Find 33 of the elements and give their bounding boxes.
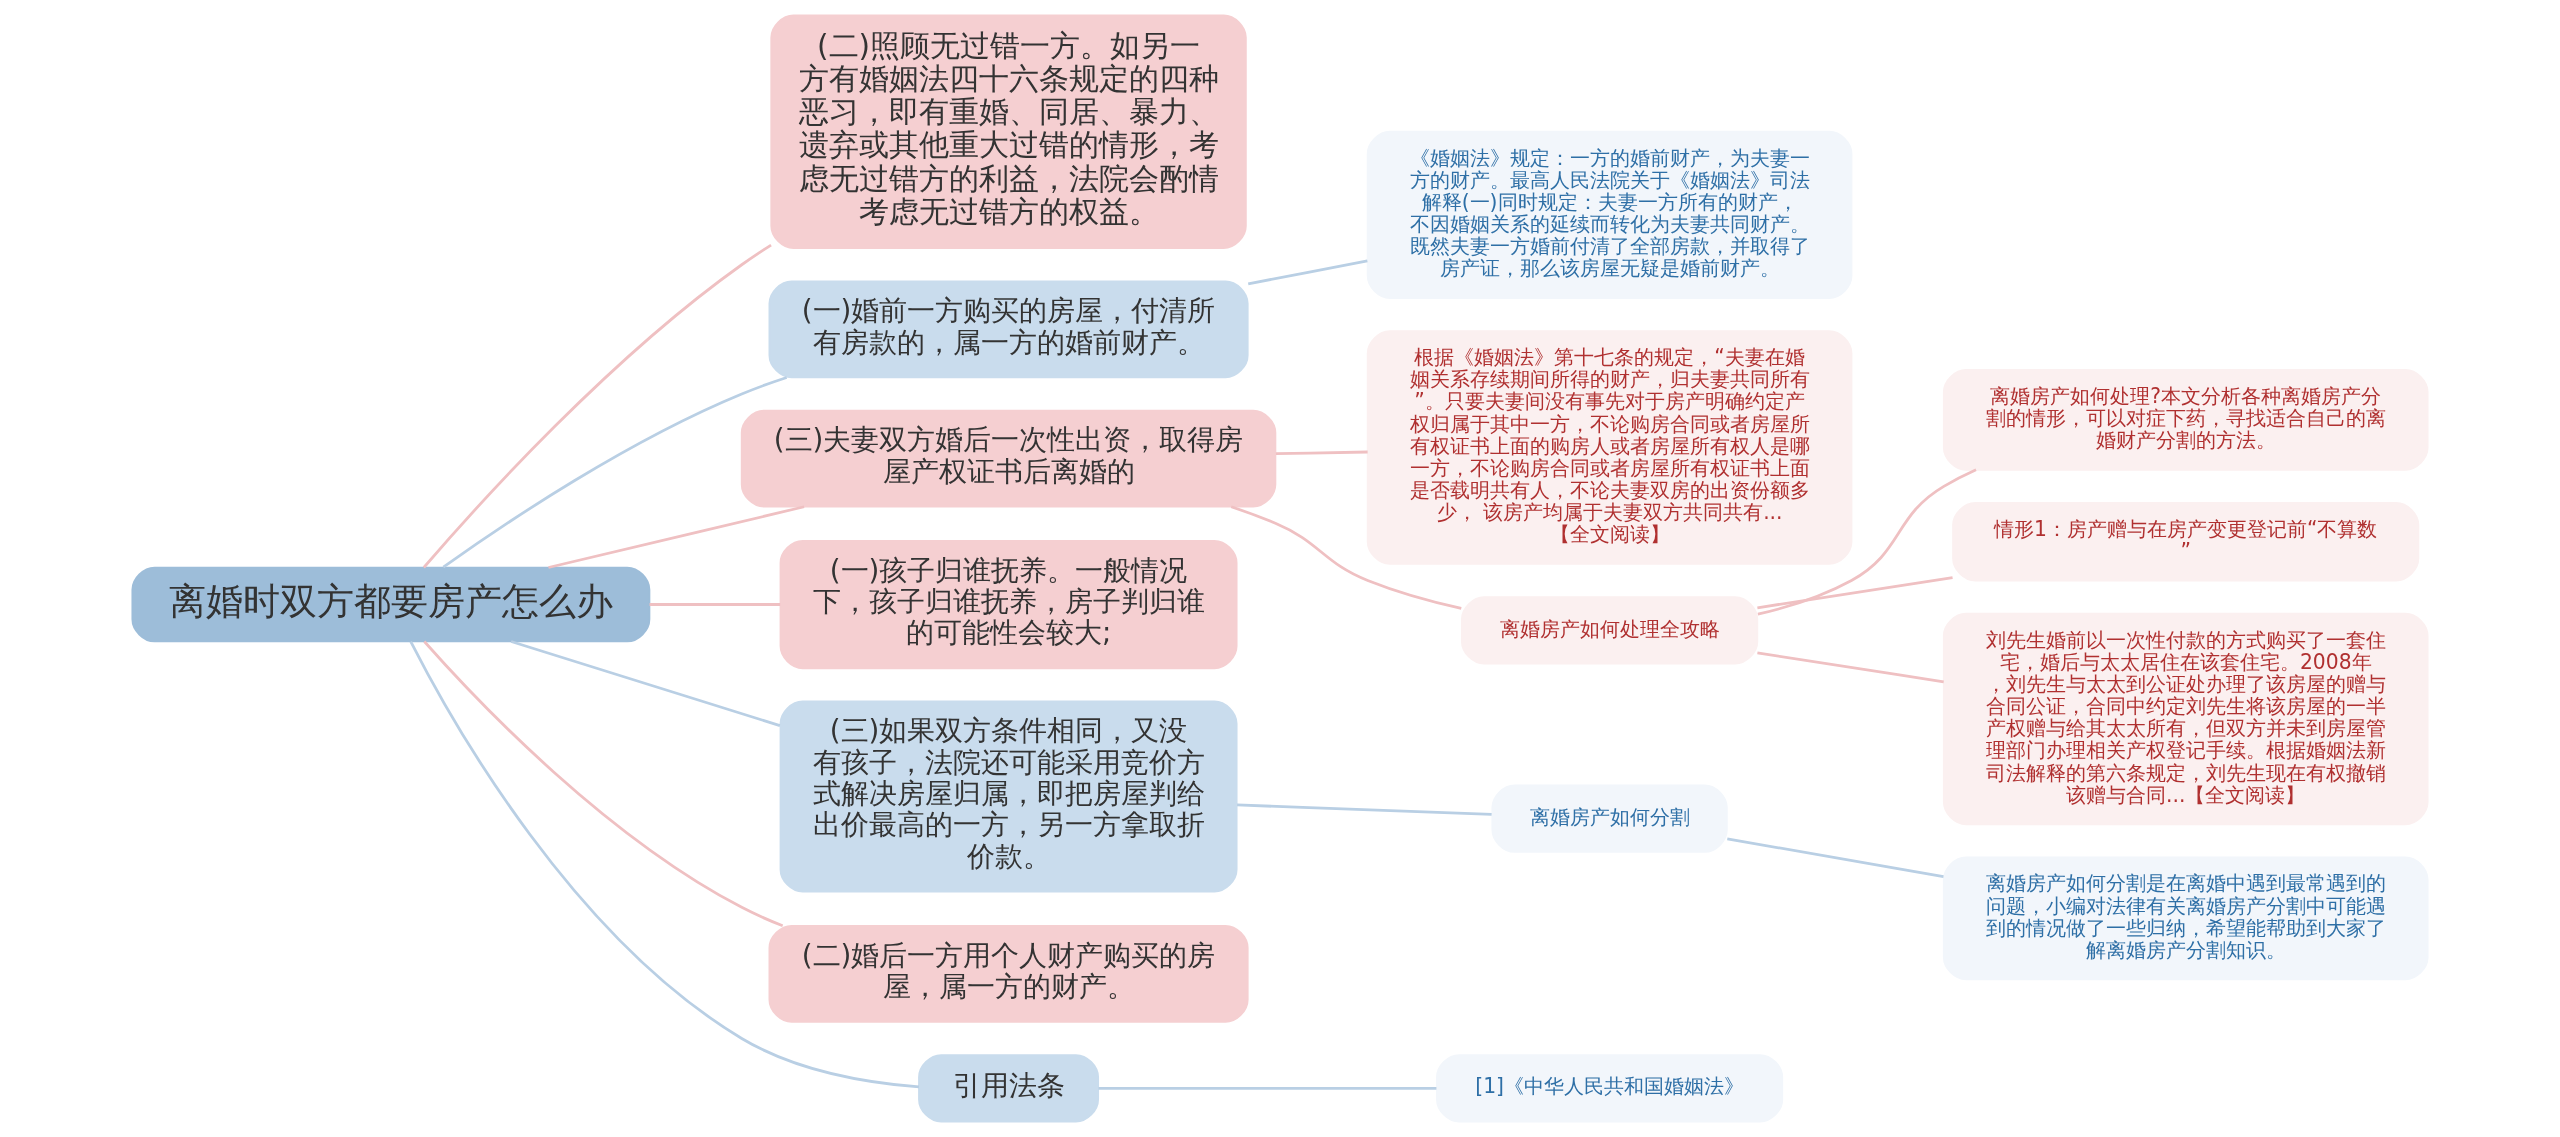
node-box: 离婚房产如何分割 [1491,784,1728,853]
connector [423,640,784,928]
node-box: (二)婚后一方用个人财产购买的房屋，属一方的财产。 [768,924,1249,1023]
node-box: (三)如果双方条件相同，又没有孩子，法院还可能采用竞价方式解决房屋归属，即把房屋判给出价最高的一方，另一方拿取折价款。 [779,700,1238,893]
connector [442,376,788,569]
node-box: 离婚房产如何处理全攻略 [1460,596,1759,665]
connector [1275,450,1368,456]
connector [1757,468,1977,616]
node-box: 《婚姻法》规定：一方的婚前财产，为夫妻一方的财产。最高人民法院关于《婚姻法》司法解释(一)同时规定：夫妻一方所有的财产，不因婚姻关系的延续而转化为夫妻共同财产。既然夫妻一方婚前付清了全部房款，并取得了房产证，那么该房屋无疑是婚前财产。 [1366,130,1853,299]
node-box: (二)照顾无过错一方。如另一方有婚姻法四十六条规定的四种恶习，即有重婚、同居、暴力、遗弃或其他重大过错的情形，考虑无过错方的利益，法院会酌情考虑无过错方的权益。 [770,14,1247,250]
node-box: 引用法条 [918,1054,1100,1123]
connector [1247,259,1368,286]
node-box: 根据《婚姻法》第十七条的规定，“夫妻在婚姻关系存续期间所得的财产，归夫妻共同所有”。只要夫妻间没有事先对于房产明确约定产权归属于其中一方，不论购房合同或者房屋所有权证书上面的购房人或者房屋所有权人是哪一方，不论购房合同或者房屋所有权证书上面是否载明共有人，不论夫妻双房的出资份额多少， 该房产均属于夫妻双方共同共有...【全文阅读】 [1366,330,1853,565]
node-box: (一)孩子归谁抚养。一般情况下，孩子归谁抚养，房子判归谁的可能性会较大; [779,539,1238,670]
node-box: 离婚房产如何处理?本文分析各种离婚房产分割的情形，可以对症下药，寻找适合自己的离婚财产分割的方法。 [1942,369,2429,471]
node-box: 离婚房产如何分割是在离婚中遇到最常遇到的问题，小编对法律有关离婚房产分割中可能遇到的情况做了一些归纳，希望能帮助到大家了解离婚房产分割知识。 [1942,856,2429,981]
connector [1230,505,1462,610]
node-box: (三)夫妻双方婚后一次性出资，取得房屋产权证书后离婚的 [740,409,1277,508]
node-box: 情形1：房产赠与在房产变更登记前“不算数” [1952,502,2420,582]
connector [1098,1086,1437,1090]
connector [649,603,781,606]
connector [1237,803,1492,816]
connector [1757,576,1953,610]
connector [409,640,920,1089]
node-box: 离婚时双方都要房产怎么办 [131,566,651,643]
connector [1727,837,1944,878]
node-box: [1]《中华人民共和国婚姻法》 [1436,1054,1784,1123]
connector [1757,651,1944,684]
node-box: 刘先生婚前以一次性付款的方式购买了一套住宅，婚后与太太居住在该套住宅。2008年，刘先生与太太到公证处办理了该房屋的赠与合同公证，合同中约定刘先生将该房屋的一半产权赠与给其太太所有，但双方并未到房屋管理部门办理相关产权登记手续。根据婚姻法新司法解释的第六条规定，刘先生现在有权撤销该赠与合同...【全文阅读】 [1942,612,2429,826]
connector [422,243,772,569]
connector [510,640,781,727]
connector [548,505,805,569]
node-box: (一)婚前一方购买的房屋，付清所有房款的，属一方的婚前财产。 [768,280,1249,379]
